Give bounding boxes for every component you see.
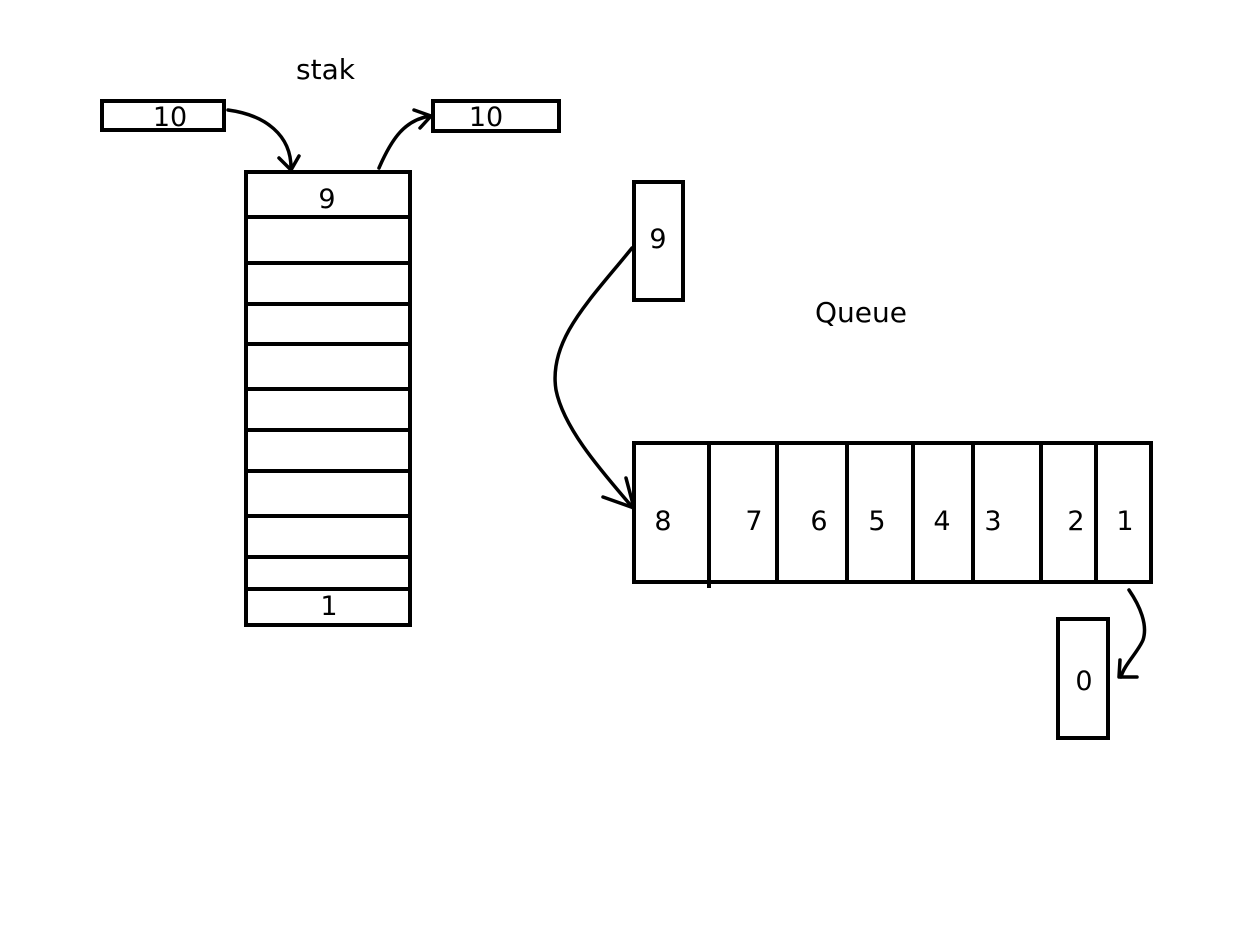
queue-title: Queue — [815, 296, 907, 329]
queue-cell: 5 — [868, 506, 885, 537]
stack-push-value: 10 — [153, 102, 187, 133]
queue-cell: 1 — [1116, 506, 1133, 537]
queue-enqueue-value: 9 — [649, 224, 666, 255]
queue-cell: 4 — [933, 506, 950, 537]
enqueue-arrow — [553, 246, 636, 510]
queue-container: 8 7 6 5 4 3 2 1 — [632, 441, 1153, 588]
queue-dequeue-value: 0 — [1075, 666, 1092, 697]
pop-arrow — [377, 108, 433, 170]
queue-cell: 2 — [1067, 506, 1084, 537]
queue-cell: 6 — [810, 506, 827, 537]
stack-title: stak — [296, 53, 356, 86]
dequeue-arrow — [1117, 588, 1147, 679]
stack-bottom-cell: 1 — [320, 591, 337, 622]
stack-pop-box: 10 — [431, 99, 561, 133]
queue-cell: 7 — [745, 506, 762, 537]
queue-dequeue-box: 0 — [1056, 617, 1110, 740]
stack-top-cell: 9 — [318, 184, 335, 215]
stack-pop-value: 10 — [469, 102, 503, 133]
queue-cell: 8 — [654, 506, 671, 537]
queue-enqueue-box: 9 — [632, 180, 685, 302]
queue-cell: 3 — [984, 506, 1001, 537]
stack-container: 9 1 — [244, 170, 412, 627]
stack-push-box: 10 — [100, 99, 226, 133]
push-arrow — [226, 108, 301, 172]
